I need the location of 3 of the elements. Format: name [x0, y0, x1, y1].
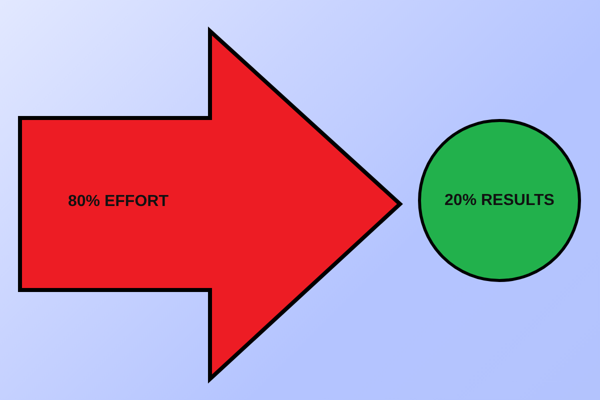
circle-label: 20% RESULTS	[444, 190, 554, 210]
block-arrow	[18, 29, 403, 381]
arrow-label: 80% EFFORT	[68, 192, 168, 212]
